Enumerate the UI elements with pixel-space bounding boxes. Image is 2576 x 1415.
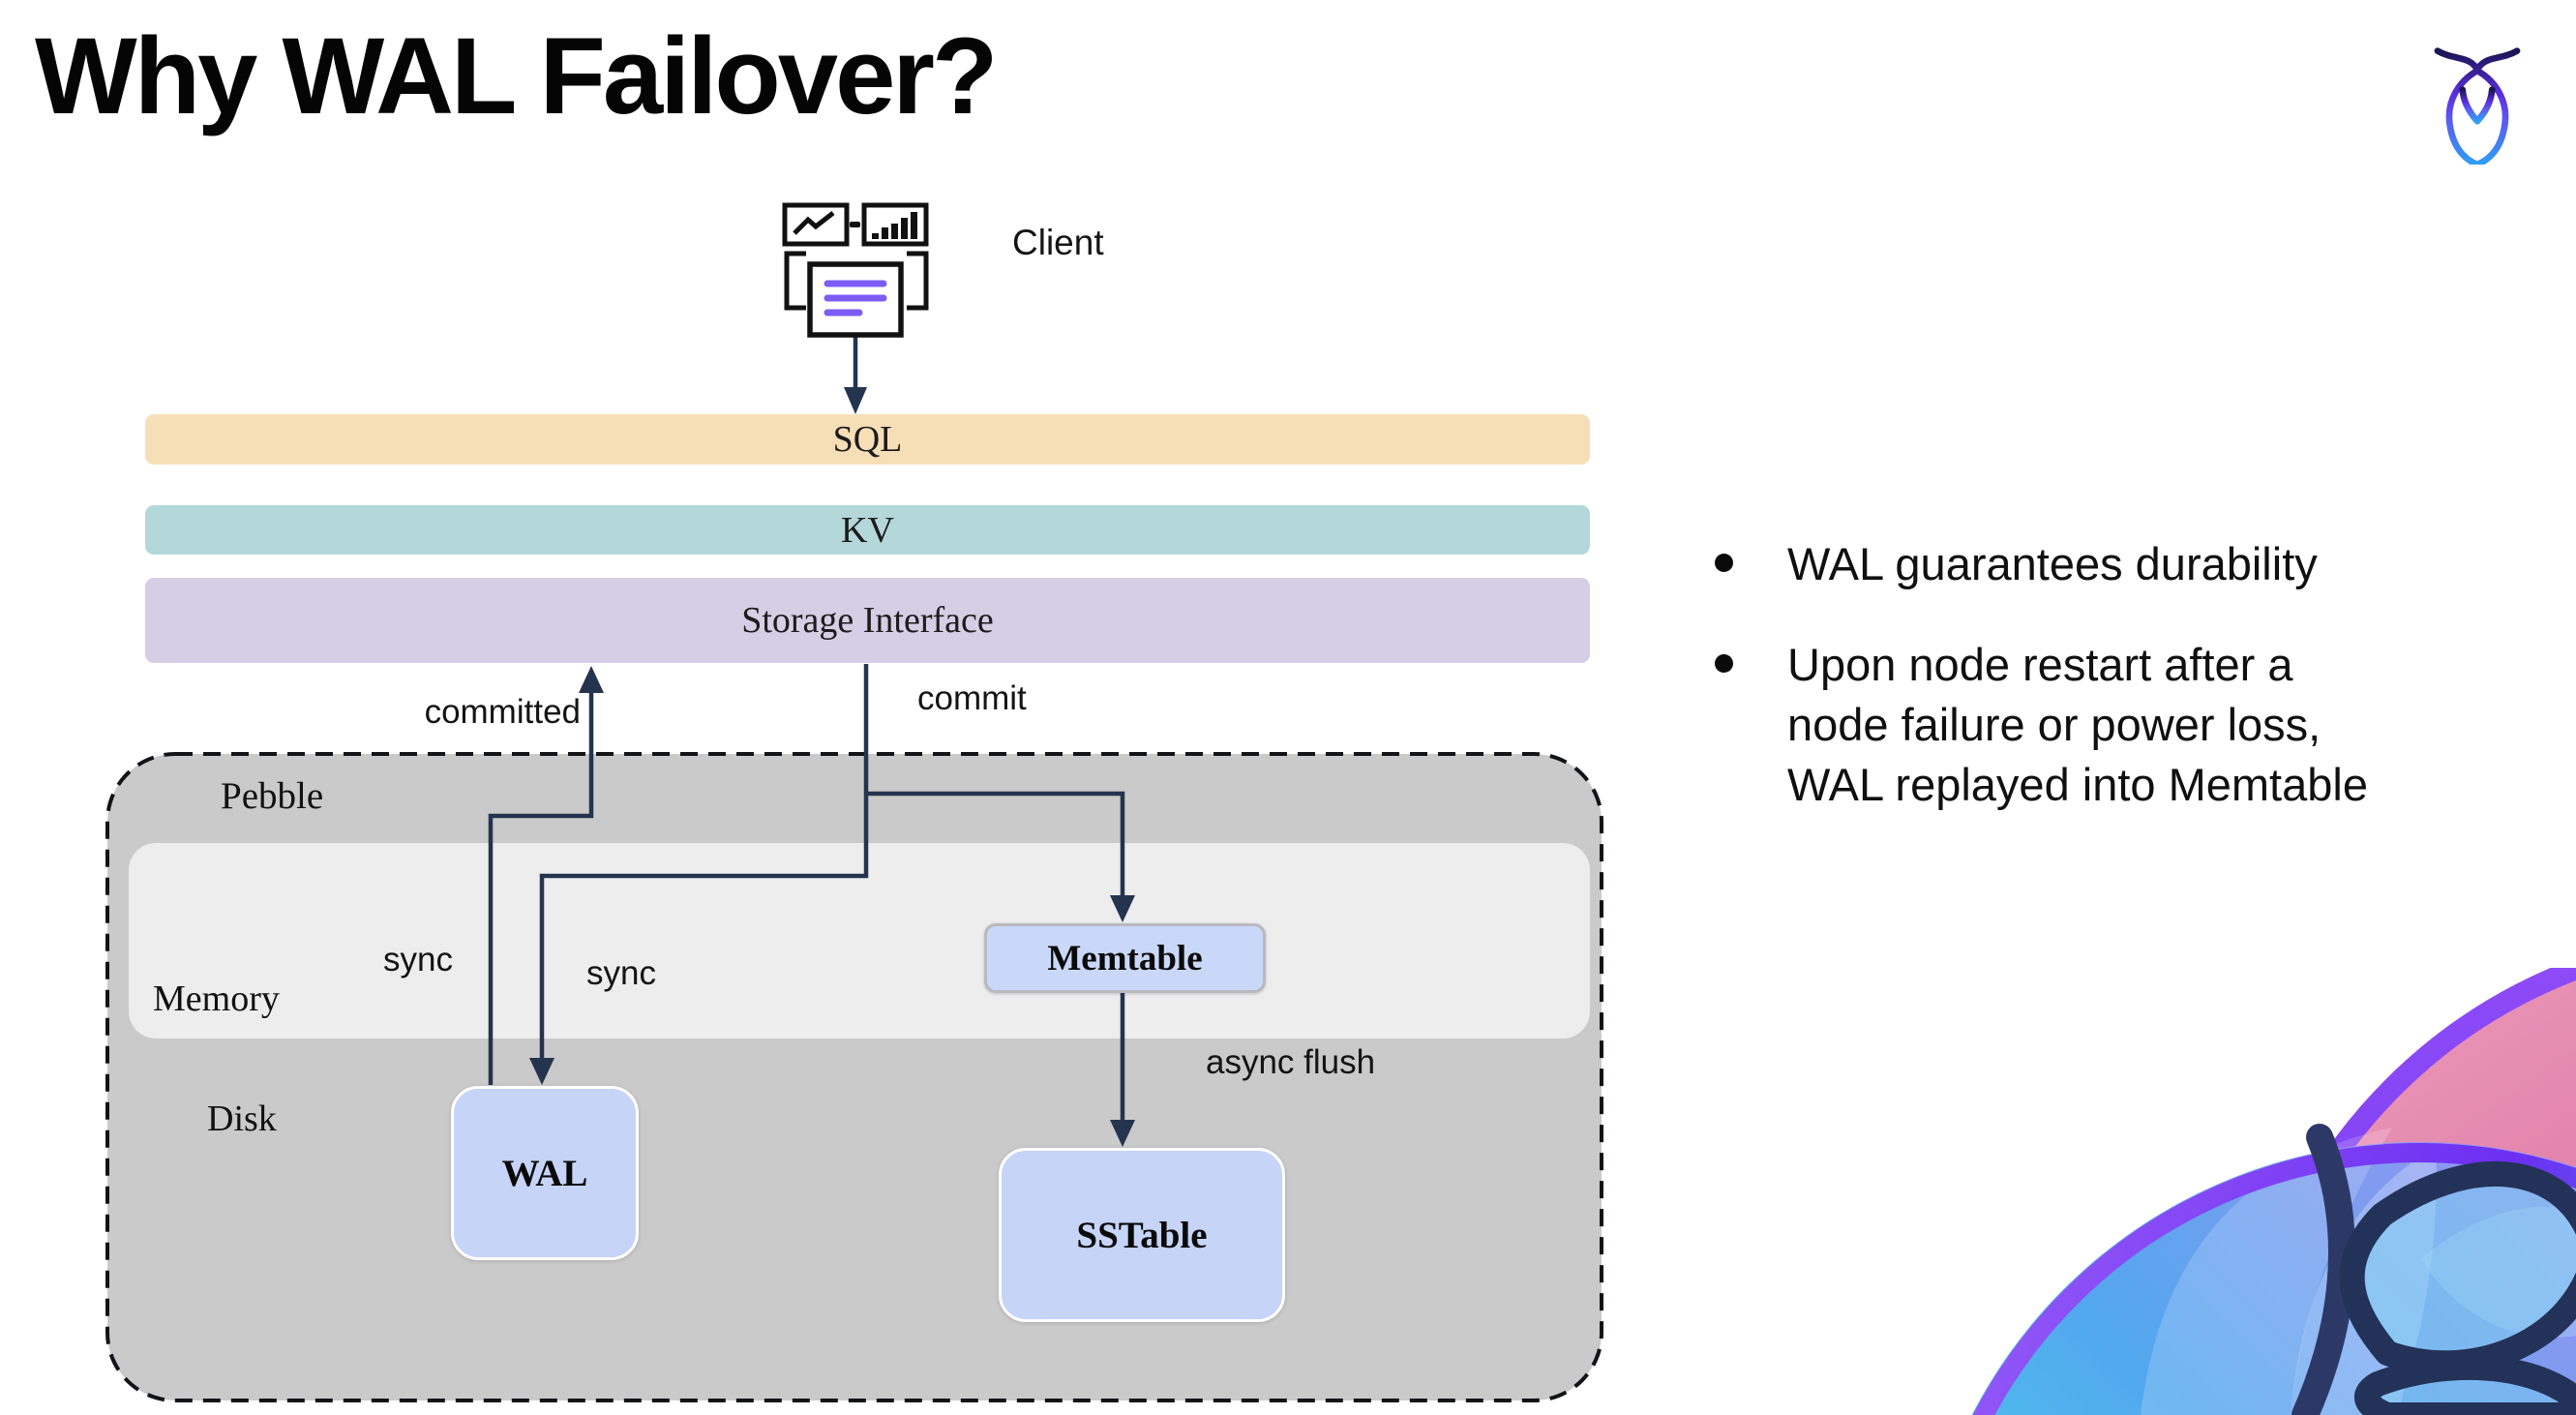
wal-node: WAL [451, 1086, 639, 1260]
page-title: Why WAL Failover? [35, 15, 998, 136]
bullet-text: WAL guarantees durability [1787, 538, 2318, 589]
cockroachdb-logo-icon [2434, 47, 2521, 165]
layer-kv-label: KV [841, 509, 894, 551]
memory-region-label: Memory [153, 978, 280, 1019]
bullet-list: WAL guarantees durability Upon node rest… [1715, 534, 2528, 815]
arrowhead-down-sstable [1110, 1120, 1135, 1147]
sstable-label: SSTable [1076, 1214, 1208, 1256]
bullet-text: Upon node restart after a node failure o… [1787, 639, 2368, 811]
layer-kv: KV [145, 505, 1590, 555]
connector-dash [850, 222, 860, 227]
bracket-left [784, 251, 806, 311]
bullet-dot-icon [1715, 654, 1733, 674]
committed-line [488, 693, 594, 1085]
arrowhead-up-committed [579, 666, 604, 693]
line-chart-icon [782, 202, 850, 247]
arrowhead-down-memtable [1110, 895, 1135, 922]
edge-label-committed: committed [424, 693, 581, 731]
bar-chart-glyph [872, 212, 917, 239]
brand-decoration-art [1971, 968, 2576, 1415]
arrow-heads [529, 387, 1135, 1147]
document-text-lines [824, 280, 887, 316]
bracket-right [907, 251, 929, 311]
arrowhead-down-wal [529, 1058, 554, 1085]
list-item: WAL guarantees durability [1715, 534, 2528, 594]
memory-band [129, 843, 1590, 1039]
blue-sphere-ring [1972, 1143, 2576, 1415]
arrow-lines [488, 335, 1125, 1121]
bullet-dot-icon [1715, 554, 1733, 572]
pebble-label: Pebble [221, 775, 324, 817]
layer-storage-label: Storage Interface [741, 600, 994, 641]
leaf-outline [2354, 1354, 2576, 1415]
client-label: Client [1012, 223, 1104, 262]
commit-sync-line [539, 664, 869, 1059]
edge-label-async-flush: async flush [1206, 1043, 1376, 1081]
list-item: Upon node restart after a node failure o… [1715, 635, 2528, 815]
sstable-node: SSTable [999, 1148, 1285, 1322]
layer-sql-label: SQL [832, 419, 903, 460]
layer-storage-interface: Storage Interface [145, 578, 1590, 663]
commit-memtable-line [866, 791, 1125, 896]
memtable-label: Memtable [1047, 938, 1203, 978]
edge-label-sync-left: sync [383, 941, 453, 978]
leaf-outline [2339, 1160, 2576, 1376]
disk-region-label: Disk [207, 1099, 277, 1139]
client-icon [782, 202, 929, 338]
wal-label: WAL [501, 1152, 588, 1194]
layer-sql: SQL [145, 414, 1590, 465]
line-chart-glyph [793, 211, 835, 235]
edge-label-commit: commit [917, 679, 1027, 717]
edge-label-sync-right: sync [586, 954, 656, 992]
arrowhead-down-sql [844, 387, 867, 414]
memtable-node: Memtable [984, 923, 1266, 993]
